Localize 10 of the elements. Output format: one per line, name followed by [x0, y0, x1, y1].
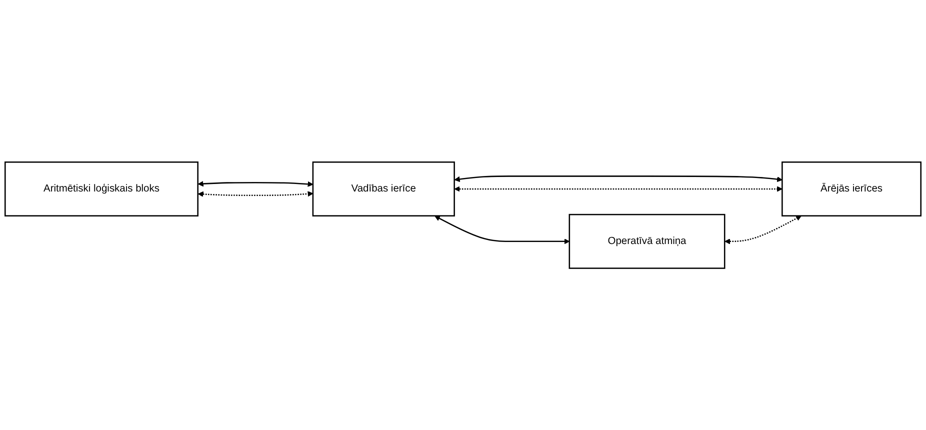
- node-box: Vadības ierīce: [312, 161, 455, 216]
- node-box: Ārējās ierīces: [782, 161, 922, 216]
- arrow: [198, 190, 314, 197]
- arrow: [198, 180, 314, 187]
- arrow: [454, 175, 782, 182]
- arrow: [724, 215, 802, 244]
- node-box: Operatīvā atmiņa: [568, 214, 726, 269]
- arrow: [434, 216, 570, 244]
- arrow: [454, 186, 782, 192]
- node-box: Aritmētiski loģiskais bloks: [4, 161, 198, 216]
